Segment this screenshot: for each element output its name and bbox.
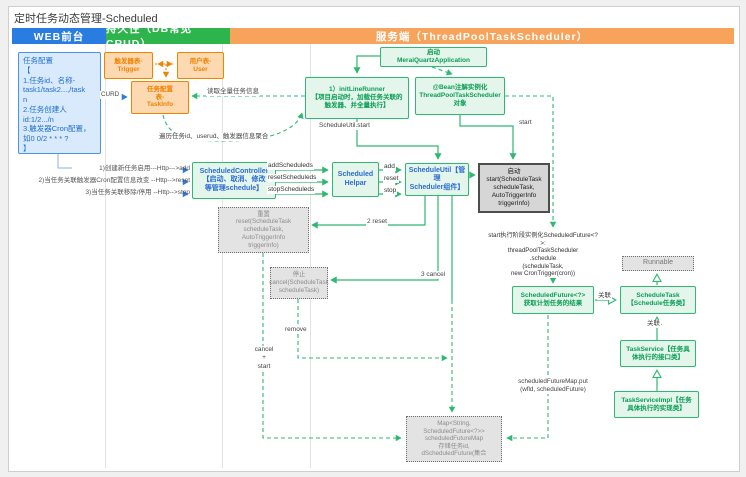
box-bean-init: @Bean注解实例化 ThreadPoolTaskScheduler 对象 xyxy=(415,77,505,115)
box-scheduled-future: ScheduledFuture<?> 获取计划任务的结果 xyxy=(512,286,594,314)
page-title: 定时任务动态管理-Scheduled xyxy=(14,13,158,25)
label-remove: remove xyxy=(284,326,308,335)
label-assoc1: 关联 xyxy=(597,292,612,301)
box-start-method: 启动 start(ScheduleTask scheduleTask, Auto… xyxy=(478,163,550,213)
lane-divider xyxy=(222,44,223,468)
label-http-reset: 2)当任务关联触发器Cron配置信息改变 --Http-->reset xyxy=(38,177,191,184)
label-http-add: 1)创建新任务启用---Http--->add xyxy=(99,165,190,172)
label-aggregate: 遍历任务id、userud、触发器信息聚合 xyxy=(158,133,270,142)
label-cancel-start: cancel + start xyxy=(246,346,282,372)
box-task-service-impl: TaskServiceImpl【任务 具体执行的实现类】 xyxy=(614,391,699,418)
box-trigger-table: 触发器表- Trigger xyxy=(104,52,153,79)
box-taskinfo-table: 任务配置 表- TaskInfo xyxy=(131,81,189,114)
label-cancel3: 3 cancel xyxy=(420,271,447,280)
label-http-stop: 3)当任务关联移除/停用 --Http-->stop xyxy=(85,189,190,196)
label-assoc2: 关联 xyxy=(646,320,661,329)
label-curd: CURD xyxy=(100,91,121,100)
box-user-table: 用户表- User xyxy=(177,52,224,79)
box-task-service: TaskService【任务具 体执行的接口类】 xyxy=(620,340,696,367)
label-stop-scheduleds: stopScheduleds xyxy=(267,186,316,195)
label-stop: stop xyxy=(383,187,398,196)
box-schedule-task: ScheduleTask 【Schedule任务类】 xyxy=(620,286,696,314)
box-reset-method: 重置 reset(ScheduleTask scheduleTask, Auto… xyxy=(218,207,309,253)
lane-header-web: WEB前台 xyxy=(12,28,106,44)
label-schedule-util-start: ScheduleUtil.start xyxy=(318,122,371,131)
label-reset: reset xyxy=(383,175,400,184)
label-reset-scheduleds: resetScheduleds xyxy=(267,174,318,183)
box-app-start: 启动 MeraiQuartzApplication xyxy=(380,47,487,67)
label-add-scheduleds: addScheduleds xyxy=(267,162,314,171)
label-read-all: 读取全量任务信息 xyxy=(206,88,260,97)
lane-divider xyxy=(105,44,106,468)
box-scheduled-helper: Scheduled Helpar xyxy=(332,162,379,197)
box-schedule-util: ScheduleUtil【管理 Scheduler组件】 xyxy=(405,163,469,196)
label-start: start xyxy=(518,119,533,128)
box-task-config: 任务配置 【 1.任务id、名称- task1/task2...,/task n… xyxy=(18,52,101,154)
box-cancel-method: 停止 cancel(ScheduleTask scheduleTask) xyxy=(269,267,329,299)
label-future-map-put: scheduledFutureMap.put (wfld, scheduledF… xyxy=(502,378,604,395)
label-reset2: 2 reset xyxy=(366,218,388,227)
lane-header-db: 持久性（DB常见CRUD） xyxy=(106,23,230,50)
lane-header-server: 服务端（ThreadPoolTaskScheduler） xyxy=(230,28,734,44)
box-init-runner: 1）initLineRunner 【项目启动时，加载任务关联的 触发器、并全量执… xyxy=(305,77,409,119)
box-scheduled-controller: ScheduledController 【启动、取消、修改 等管理schedul… xyxy=(192,162,276,199)
label-add: add xyxy=(383,163,396,172)
box-future-map: Map<String, ScheduledFuture<?>> schedule… xyxy=(406,416,502,462)
box-runnable: Runnable xyxy=(622,256,694,271)
box-start-note: start执行阶段实例化ScheduledFuture<?>: threadPo… xyxy=(488,232,598,278)
